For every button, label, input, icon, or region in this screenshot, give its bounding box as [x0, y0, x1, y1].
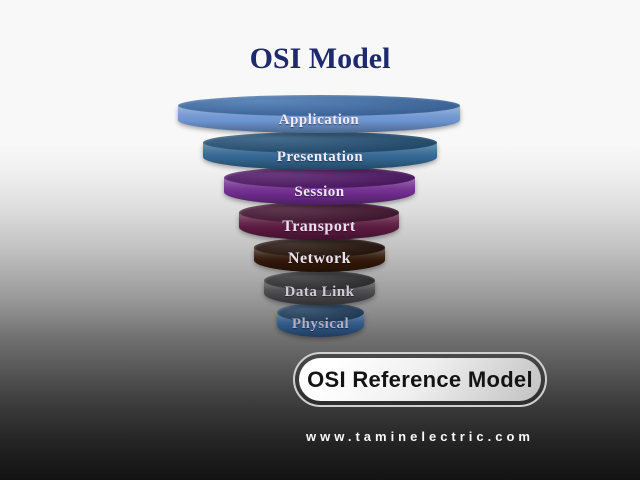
disk-label: Transport	[282, 218, 356, 235]
disk-label: Application	[278, 112, 360, 128]
disk-top	[224, 167, 415, 188]
disk-label: Network	[287, 250, 352, 267]
disk-top	[264, 271, 375, 290]
osi-reference-badge: OSI Reference Model	[293, 352, 547, 407]
website-url: www.taminelectric.com	[305, 429, 534, 444]
osi-layer-transport: Transport	[239, 202, 399, 240]
disk-label: Session	[294, 184, 345, 200]
disk-label: Presentation	[276, 149, 364, 165]
disk-top	[178, 95, 460, 116]
disk-top	[254, 238, 385, 257]
osi-layer-presentation: Presentation	[203, 132, 437, 170]
disk-top	[277, 303, 364, 322]
osi-layer-data-link: Data Link	[264, 271, 375, 305]
disk-top	[203, 132, 437, 153]
disk-label: Data Link	[284, 284, 355, 300]
osi-reference-badge-label: OSI Reference Model	[299, 358, 541, 401]
disk-top	[239, 202, 399, 223]
osi-layer-session: Session	[224, 167, 415, 205]
osi-layer-network: Network	[254, 238, 385, 272]
osi-layer-application: Application	[178, 95, 460, 133]
page-title: OSI Model	[249, 42, 391, 75]
osi-layer-physical: Physical	[277, 303, 364, 337]
disk-label: Physical	[291, 316, 350, 332]
